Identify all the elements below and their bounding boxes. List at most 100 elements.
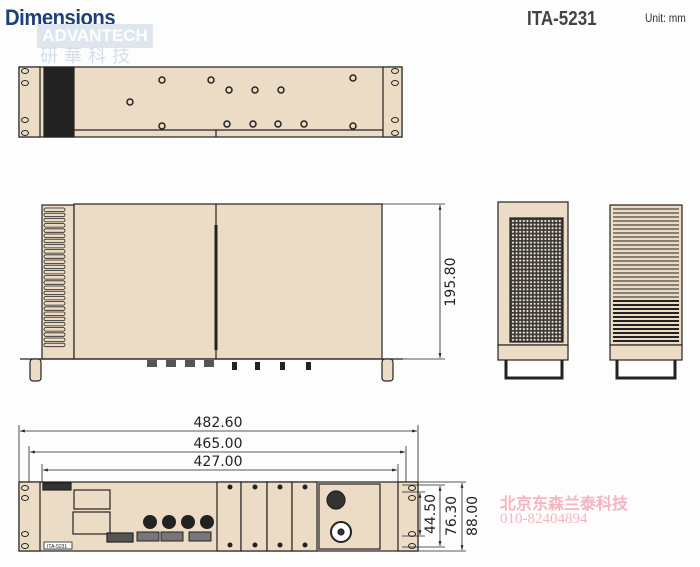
mesh-hole — [515, 284, 518, 287]
top-view — [18, 66, 403, 138]
screw-hole-icon — [207, 76, 215, 84]
black-vent — [43, 66, 75, 138]
mesh-hole — [551, 338, 554, 341]
mesh-hole — [547, 223, 551, 226]
mesh-hole — [519, 313, 522, 316]
mesh-hole — [511, 291, 515, 295]
mesh-hole — [537, 313, 540, 316]
mesh-hole — [533, 223, 536, 226]
mesh-hole — [515, 309, 518, 313]
rack-slot-icon — [408, 495, 416, 501]
side-connector — [255, 362, 260, 370]
mesh-hole — [540, 245, 543, 248]
mesh-hole — [544, 320, 547, 323]
mesh-hole — [519, 295, 522, 298]
mesh-hole — [544, 266, 547, 269]
mesh-hole — [537, 266, 540, 269]
mesh-hole — [519, 219, 522, 223]
mesh-hole — [544, 313, 547, 316]
mesh-hole — [540, 266, 543, 269]
mesh-hole — [544, 259, 547, 262]
mesh-hole — [522, 309, 525, 313]
mesh-hole — [544, 227, 547, 230]
mesh-hole — [547, 338, 551, 341]
mesh-hole — [558, 338, 561, 341]
mesh-hole — [537, 281, 540, 284]
mesh-hole — [519, 259, 522, 262]
mesh-hole — [533, 230, 536, 233]
mesh-hole — [511, 295, 515, 298]
mesh-hole — [547, 302, 551, 305]
mesh-hole — [540, 320, 543, 323]
mesh-hole — [533, 227, 536, 230]
mesh-hole — [533, 219, 536, 223]
mesh-hole — [544, 295, 547, 298]
mesh-hole — [547, 259, 551, 262]
mesh-hole — [533, 320, 536, 323]
mesh-hole — [558, 230, 561, 233]
panel-screw-icon — [277, 484, 283, 490]
vent-fin — [43, 223, 66, 228]
mesh-hole — [522, 252, 525, 255]
mesh-hole — [526, 291, 529, 295]
mesh-hole — [511, 252, 515, 255]
mesh-hole — [547, 331, 551, 334]
mesh-hole — [558, 270, 561, 273]
mesh-hole — [544, 302, 547, 305]
mesh-hole — [537, 263, 540, 266]
mesh-hole — [529, 255, 533, 259]
rack-slot-icon — [21, 495, 29, 501]
side-view — [20, 203, 403, 382]
watermark-phone: 010-82404894 — [500, 511, 588, 527]
mesh-hole — [515, 295, 518, 298]
vent-fin — [43, 259, 66, 264]
mesh-hole — [533, 266, 536, 269]
mesh-hole — [533, 302, 536, 305]
mesh-hole — [529, 313, 533, 316]
dvi-port — [106, 532, 134, 543]
rack-slot-icon — [21, 543, 29, 549]
mesh-hole — [540, 263, 543, 266]
mesh-hole — [555, 309, 558, 313]
mesh-hole — [540, 248, 543, 251]
mesh-hole — [540, 306, 543, 309]
mesh-hole — [555, 230, 558, 233]
mesh-hole — [558, 277, 561, 280]
mesh-hole — [529, 324, 533, 327]
mesh-hole — [511, 338, 515, 341]
screw-hole-icon — [225, 86, 233, 94]
mesh-hole — [544, 335, 547, 338]
mesh-hole — [544, 317, 547, 320]
m12-connector-icon — [162, 515, 176, 529]
mesh-hole — [511, 227, 515, 230]
mesh-hole — [511, 299, 515, 302]
mesh-hole — [519, 324, 522, 327]
rear-view-fins — [609, 204, 683, 380]
mesh-hole — [555, 288, 558, 291]
mesh-hole — [515, 313, 518, 316]
mesh-hole — [533, 273, 536, 277]
mesh-hole — [558, 223, 561, 226]
mesh-hole — [558, 331, 561, 334]
mesh-hole — [533, 270, 536, 273]
model-name: ITA-5231 — [527, 8, 597, 30]
mesh-hole — [551, 223, 554, 226]
screw-hole-icon — [251, 86, 259, 94]
mesh-hole — [533, 317, 536, 320]
mesh-hole — [544, 270, 547, 273]
mesh-hole — [558, 320, 561, 323]
mesh-hole — [547, 273, 551, 277]
mesh-hole — [537, 306, 540, 309]
overall-width-dimension: 482.60 — [194, 415, 243, 431]
mesh-hole — [551, 320, 554, 323]
screw-hole-icon — [158, 122, 166, 130]
mesh-hole — [533, 291, 536, 295]
mesh-hole — [526, 284, 529, 287]
mesh-hole — [551, 237, 554, 241]
right-rack-ear — [382, 66, 403, 138]
mesh-hole — [529, 302, 533, 305]
mesh-hole — [547, 313, 551, 316]
mesh-hole — [544, 219, 547, 223]
mesh-hole — [511, 230, 515, 233]
mesh-hole — [547, 266, 551, 269]
